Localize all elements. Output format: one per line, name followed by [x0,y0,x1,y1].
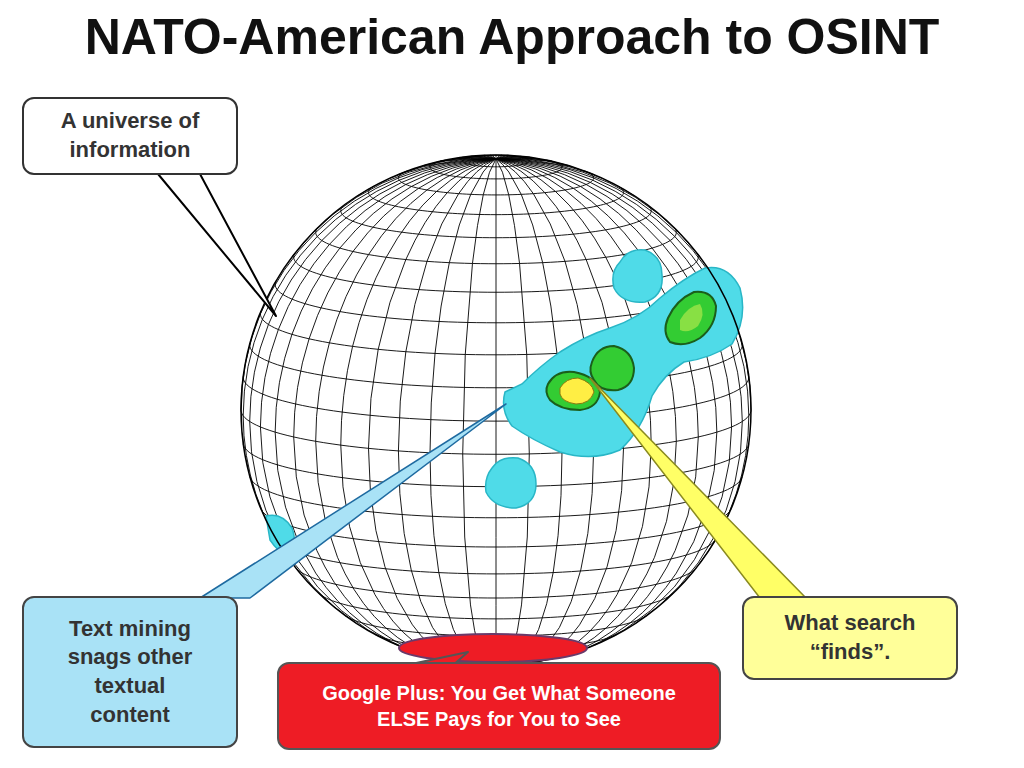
grid-line [341,205,651,238]
grid-line [463,155,530,167]
callout-box: Text mining snags other textual content [22,596,238,748]
grid-line [296,568,697,598]
red-ellipse [399,634,587,662]
callout-text: Google Plus: You Get What Someone ELSE P… [301,680,697,732]
green-blob [665,292,716,344]
leader-wedge [590,378,806,598]
grid-line [430,159,496,665]
grid-line [243,376,749,421]
yellow-blob [560,378,594,404]
cyan-blob [504,267,743,456]
slide-title: NATO-American Approach to OSINT [0,10,1024,65]
green-blob [546,372,600,410]
grid-line [430,160,562,179]
callout-box: What search “finds”. [742,596,958,680]
grid-line [369,159,496,664]
grid-line [398,171,593,195]
callout-text: A universe of information [38,107,222,164]
green-blob-core [680,304,703,331]
leader-wedge [158,174,276,316]
callout-box: Google Plus: You Get What Someone ELSE P… [277,662,721,750]
grid-line [276,539,715,573]
grid-line [369,186,624,215]
grid-line [319,593,674,619]
grid-line [294,159,496,659]
cyan-blob [486,458,536,508]
cyan-blob [613,250,662,302]
grid-line [496,158,569,166]
leader-wedge [200,404,506,598]
grid-line [398,159,496,664]
grid-line [241,410,751,454]
grid-line [496,159,595,175]
callout-text: What search “finds”. [762,609,938,666]
callout-box: A universe of information [22,97,238,175]
grid-line [463,159,496,665]
callout-text: Text mining snags other textual content [54,615,206,729]
grid-line [496,159,742,624]
